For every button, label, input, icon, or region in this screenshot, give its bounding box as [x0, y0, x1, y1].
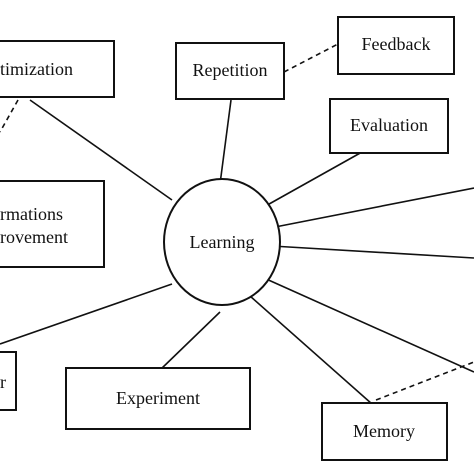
node-optimization: timization: [0, 40, 115, 98]
node-bottom-left-label: r: [0, 372, 6, 392]
edge-learning-right-lower: [271, 245, 474, 259]
edge-learning-right-bottom: [263, 277, 474, 373]
edge-learning-right-upper: [269, 187, 474, 229]
node-informations-label-2: rovement: [0, 227, 68, 247]
connectors: [0, 99, 474, 405]
node-feedback: Feedback: [337, 16, 455, 75]
node-evaluation-label: Evaluation: [350, 115, 428, 135]
node-bottom-left: r: [0, 351, 17, 411]
node-informations: rmations rovement: [0, 180, 105, 268]
dash-optimization-informations: [0, 99, 19, 133]
dash-memory-right: [375, 361, 474, 401]
node-repetition-label: Repetition: [193, 60, 268, 80]
node-evaluation: Evaluation: [329, 98, 449, 154]
node-experiment-label: Experiment: [116, 388, 200, 408]
node-memory-label: Memory: [353, 421, 415, 441]
edge-learning-experiment: [159, 311, 221, 371]
node-informations-label-1: rmations: [0, 204, 63, 224]
node-memory: Memory: [321, 402, 448, 461]
node-repetition: Repetition: [175, 42, 285, 100]
edge-learning-repetition: [219, 99, 232, 185]
edge-learning-optimization: [29, 99, 173, 201]
dashed-connectors: [0, 43, 474, 401]
edge-learning-bottom-left: [0, 283, 173, 345]
node-learning: Learning: [163, 178, 281, 306]
node-feedback-label: Feedback: [362, 34, 431, 54]
node-optimization-label: timization: [0, 59, 73, 79]
dash-repetition-feedback: [283, 43, 339, 73]
edge-learning-memory: [249, 295, 373, 405]
node-learning-label: Learning: [190, 232, 255, 252]
edge-learning-evaluation: [261, 151, 363, 209]
node-experiment: Experiment: [65, 367, 251, 430]
